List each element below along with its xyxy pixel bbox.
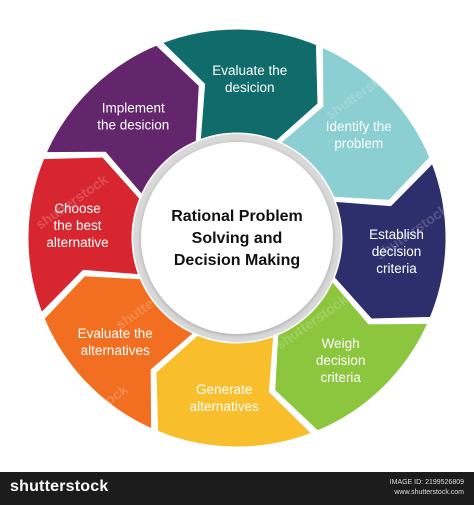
segment-label-line: the desicion <box>97 118 169 133</box>
segment-label-line: the best <box>53 218 101 233</box>
watermark-text: shutterstock <box>63 1 141 62</box>
segment-label-line: decision <box>316 353 366 368</box>
center-title-line-3: Decision Making <box>174 252 300 269</box>
segment-label-line: desicion <box>225 80 275 95</box>
segment-label-4: Generate alternatives <box>190 382 259 414</box>
segment-label-8: Evaluate the desicion <box>212 63 287 95</box>
segment-label-5: Evaluate the alternatives <box>78 326 153 358</box>
footer-bar: shutterstock IMAGE ID: 2199526809 www.sh… <box>0 472 474 505</box>
segment-label-line: Identify the <box>326 119 392 134</box>
center-circle <box>141 142 333 334</box>
segment-label-2: Establish decision criteria <box>369 227 424 276</box>
center-title-line-1: Rational Problem <box>171 208 303 225</box>
footer-meta: IMAGE ID: 2199526809 www.shutterstock.co… <box>390 478 464 498</box>
segment-label-line: alternative <box>46 235 108 250</box>
segment-label-line: Evaluate the <box>78 326 153 341</box>
segment-label-line: decision <box>372 244 422 259</box>
segment-label-line: Evaluate the <box>212 63 287 78</box>
segment-label-6: Choose the best alternative <box>46 201 108 250</box>
segment-label-line: Choose <box>54 201 101 216</box>
cycle-segments <box>25 26 449 450</box>
segment-label-3: Weigh decision criteria <box>316 336 366 385</box>
segment-label-line: criteria <box>376 261 417 276</box>
segment-label-line: Establish <box>369 227 424 242</box>
center-title-line-2: Solving and <box>192 230 283 247</box>
segment-label-line: alternatives <box>81 343 150 358</box>
segment-label-line: Weigh <box>322 336 360 351</box>
image-id-text: IMAGE ID: 2199526809 <box>389 479 464 486</box>
segment-label-line: problem <box>334 136 383 151</box>
segment-label-line: Generate <box>196 382 252 397</box>
segment-label-1: Identify the problem <box>326 119 392 151</box>
segment-label-line: Implement <box>102 101 165 116</box>
segment-label-line: criteria <box>320 370 361 385</box>
segment-label-line: alternatives <box>190 399 259 414</box>
watermark-text: shutterstock <box>243 0 321 32</box>
segment-label-7: Implement the desicion <box>97 101 169 133</box>
site-url-text: www.shutterstock.com <box>394 489 464 496</box>
footer-logo: shutterstock <box>10 478 109 495</box>
center-circle-group: Rational Problem Solving and Decision Ma… <box>133 134 341 342</box>
